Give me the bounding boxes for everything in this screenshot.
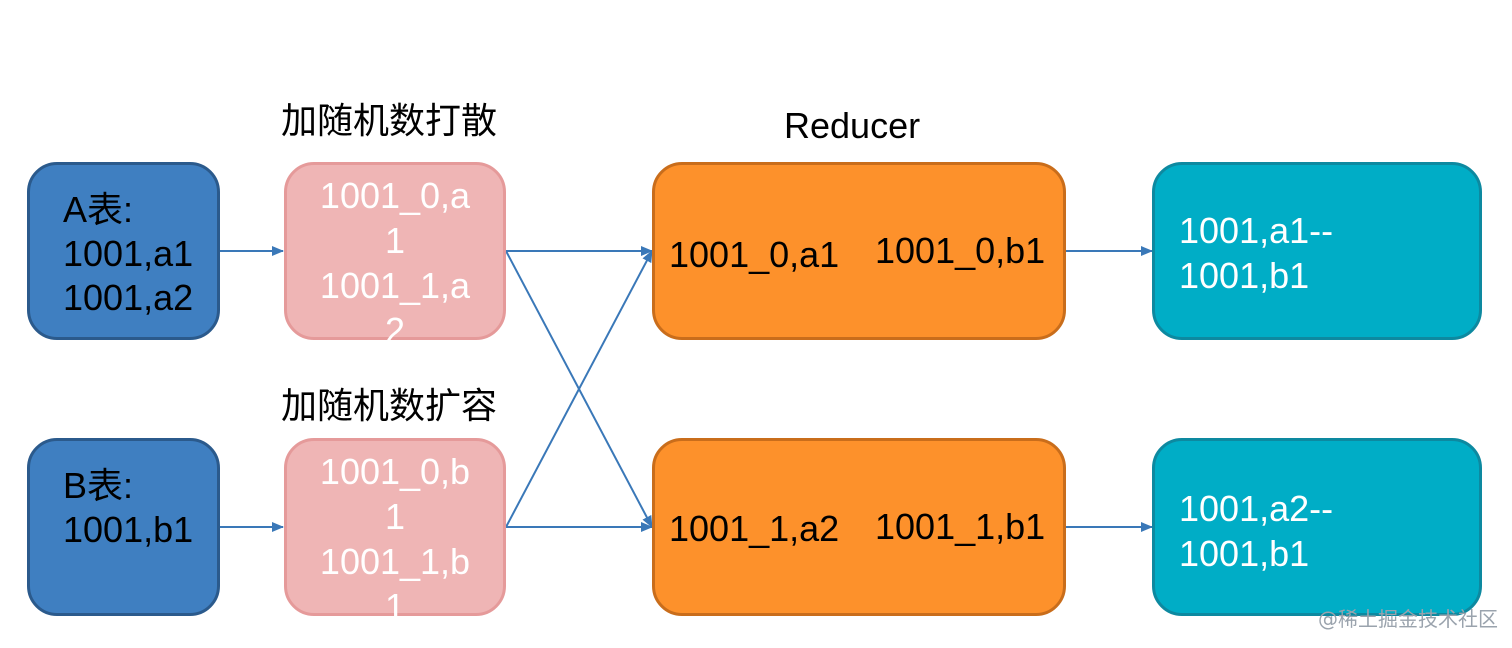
table-a-box: A表: 1001,a1 1001,a2 <box>27 162 220 340</box>
salted-a-line: 1 <box>384 220 406 261</box>
salted-b-line: 1 <box>384 496 406 537</box>
salted-b-line: 1001_1,b <box>319 541 471 582</box>
heading-reducer: Reducer <box>784 105 921 146</box>
heading-expand: 加随机数扩容 <box>281 386 498 427</box>
arrow-salted-b-to-reducer-1 <box>505 250 653 528</box>
reducer-1-left: 1001_0,a1 <box>669 234 840 275</box>
salted-b-box: 1001_0,b 1 1001_1,b 1 <box>284 438 506 627</box>
reducer-1-box: 1001_0,a1 1001_0,b1 <box>652 162 1066 340</box>
table-a-row: 1001,a2 <box>63 277 194 318</box>
salted-a-box: 1001_0,a 1 1001_1,a 2 <box>284 162 506 351</box>
reducer-2-left: 1001_1,a2 <box>669 508 840 549</box>
table-a-row: 1001,a1 <box>63 233 194 274</box>
reducer-1-right: 1001_0,b1 <box>875 230 1046 271</box>
heading-scatter: 加随机数打散 <box>281 101 498 142</box>
salted-b-line: 1001_0,b <box>319 451 471 492</box>
result-2-box: 1001,a2-- 1001,b1 <box>1152 438 1482 616</box>
result-2-line: 1001,a2-- <box>1179 488 1334 529</box>
table-b-title: B表: <box>63 465 134 506</box>
salted-b-line: 1 <box>384 586 406 627</box>
reducer-2-box: 1001_1,a2 1001_1,b1 <box>652 438 1066 616</box>
result-1-line: 1001,a1-- <box>1179 210 1334 251</box>
table-b-box: B表: 1001,b1 <box>27 438 220 616</box>
salted-a-line: 2 <box>384 310 406 351</box>
salted-a-line: 1001_0,a <box>319 175 471 216</box>
table-b-row: 1001,b1 <box>63 509 194 550</box>
watermark: @稀土掘金技术社区 <box>1318 607 1498 631</box>
salted-a-line: 1001_1,a <box>319 265 471 306</box>
arrow-salted-a-to-reducer-2 <box>505 250 653 528</box>
reducer-2-right: 1001_1,b1 <box>875 506 1046 547</box>
result-2-line: 1001,b1 <box>1179 533 1310 574</box>
table-a-title: A表: <box>63 189 134 230</box>
result-1-line: 1001,b1 <box>1179 255 1310 296</box>
result-1-box: 1001,a1-- 1001,b1 <box>1152 162 1482 340</box>
